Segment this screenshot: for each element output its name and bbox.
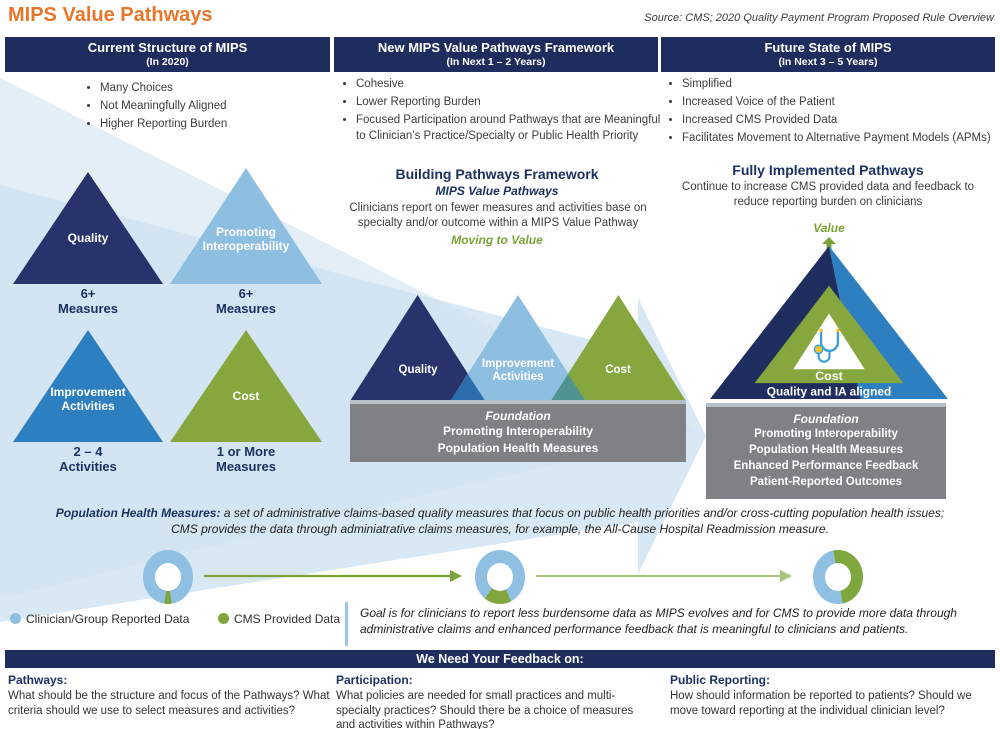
bullet-item: Cohesive — [356, 76, 664, 92]
feedback-pathways: Pathways: What should be the structure a… — [8, 673, 330, 718]
column-header-subtitle: (In 2020) — [146, 55, 189, 68]
cost-triangle-shape — [550, 295, 686, 401]
mvp-foundation-box: Foundation Promoting Interoperability Po… — [350, 400, 686, 462]
future-bullet-list: Simplified Increased Voice of the Patien… — [668, 76, 1000, 148]
bullet-item: Higher Reporting Burden — [100, 116, 340, 132]
donut-hole — [487, 563, 513, 591]
new-framework-bullet-list: Cohesive Lower Reporting Burden Focused … — [342, 76, 664, 146]
bullet-item: Lower Reporting Burden — [356, 94, 664, 110]
feedback-public-reporting: Public Reporting: How should information… — [670, 673, 990, 718]
column-header-future: Future State of MIPS (In Next 3 – 5 Year… — [661, 37, 995, 72]
improvement-activities-triangle: Improvement Activities — [13, 330, 163, 442]
current-bullet-list: Many Choices Not Meaningfully Aligned Hi… — [86, 80, 340, 134]
definition-term: Population Health Measures: — [55, 506, 221, 520]
cost-caption: 1 or More Measures — [216, 444, 276, 474]
triangle-shape — [170, 168, 322, 284]
value-up-arrow-icon — [822, 237, 836, 253]
clinician-data-legend-dot — [10, 613, 21, 624]
future-foundation-box: Foundation Promoting Interoperability Po… — [706, 403, 946, 499]
progression-arrow-1 — [204, 570, 462, 582]
promoting-interoperability-triangle: Promoting Interoperability — [170, 168, 322, 284]
moving-to-value-label: Moving to Value — [451, 233, 543, 247]
quality-caption: 6+ Measures — [58, 286, 118, 316]
foundation-item: Promoting Interoperability — [754, 428, 898, 440]
population-health-definition: Population Health Measures: a set of adm… — [55, 505, 945, 537]
column-header-subtitle: (In Next 3 – 5 Years) — [778, 55, 878, 68]
bullet-item: Not Meaningfully Aligned — [100, 98, 340, 114]
triangle-label: Quality — [67, 231, 109, 245]
fully-implemented-body: Continue to increase CMS provided data a… — [681, 181, 975, 208]
clinician-data-legend-label: Clinician/Group Reported Data — [26, 612, 190, 626]
cost-triangle: Cost — [170, 330, 322, 442]
value-label: Value — [813, 221, 845, 235]
foundation-item: Promoting Interoperability — [442, 424, 593, 438]
building-pathways-title: Building Pathways Framework — [395, 166, 599, 182]
mvp-triangles-graphic — [350, 295, 686, 401]
feedback-heading: Public Reporting: — [670, 673, 770, 687]
feedback-text: What should be the structure and focus o… — [8, 690, 330, 717]
improvement-activities-caption: 2 – 4 Activities — [59, 444, 117, 474]
bullet-item: Increased Voice of the Patient — [682, 94, 1000, 110]
bullet-item: Increased CMS Provided Data — [682, 112, 1000, 128]
bullet-item: Many Choices — [100, 80, 340, 96]
column-header-new-framework: New MIPS Value Pathways Framework (In Ne… — [334, 37, 658, 72]
foundation-item: Population Health Measures — [748, 444, 903, 457]
quality-triangle-shape — [350, 295, 486, 401]
mvp-cost-label: Cost — [605, 364, 631, 376]
foundation-item: Patient-Reported Outcomes — [749, 476, 903, 489]
bullet-item: Simplified — [682, 76, 1000, 92]
pyramid-band-label: Quality and IA aligned — [767, 385, 891, 399]
foundation-item: Enhanced Performance Feedback — [733, 460, 919, 473]
foundation-title: Foundation — [793, 412, 859, 426]
column-header-subtitle: (In Next 1 – 2 Years) — [446, 55, 546, 68]
goal-statement: Goal is for clinicians to report less bu… — [360, 606, 957, 637]
column-header-title: Current Structure of MIPS — [87, 40, 248, 55]
foundation-title: Foundation — [485, 409, 551, 423]
pyramid-cost-label: Cost — [815, 369, 843, 383]
promoting-interoperability-caption: 6+ Measures — [216, 286, 276, 316]
definition-body: a set of administrative claims-based qua… — [171, 506, 945, 537]
donut-hole — [155, 563, 181, 591]
triangle-shape — [170, 330, 322, 442]
stethoscope-icon — [813, 328, 840, 363]
pyramid-white-core — [793, 313, 865, 370]
source-attribution: Source: CMS; 2020 Quality Payment Progra… — [644, 12, 994, 24]
bullet-item: Facilitates Movement to Alternative Paym… — [682, 130, 1000, 146]
quality-triangle: Quality — [13, 172, 163, 284]
feedback-text: How should information be reported to pa… — [670, 690, 972, 717]
triangle-label: Cost — [232, 389, 260, 403]
cms-data-legend-label: CMS Provided Data — [234, 612, 341, 626]
feedback-heading: Pathways: — [8, 673, 68, 687]
triangle-label: Promoting Interoperability — [202, 225, 290, 253]
bullet-item: Focused Participation around Pathways th… — [356, 112, 664, 144]
donut-stage-2 — [475, 550, 525, 604]
page-title: MIPS Value Pathways — [8, 4, 213, 26]
feedback-text: What policies are needed for small pract… — [336, 690, 634, 729]
building-pathways-body: Clinicians report on fewer measures and … — [349, 202, 647, 229]
ia-cost-overlap — [550, 374, 586, 401]
improvement-activities-triangle-shape — [450, 295, 586, 401]
donut-stage-1 — [143, 550, 193, 604]
triangle-shape — [13, 330, 163, 442]
column-header-current: Current Structure of MIPS (In 2020) — [5, 37, 330, 72]
legend-divider — [345, 602, 348, 646]
foundation-item: Population Health Measures — [437, 441, 599, 456]
column-header-title: New MIPS Value Pathways Framework — [377, 40, 615, 55]
triangle-shape — [13, 172, 163, 284]
column-header-title: Future State of MIPS — [764, 40, 892, 55]
donut-stage-3 — [813, 550, 863, 604]
donut-hole — [825, 563, 851, 591]
mvp-improvement-activities-label: Improvement Activities — [481, 358, 555, 384]
triangle-label: Improvement Activities — [50, 385, 126, 413]
mvp-quality-label: Quality — [398, 364, 438, 376]
quality-ia-overlap — [450, 374, 486, 401]
feedback-heading: Participation: — [336, 673, 413, 687]
cms-data-legend-dot — [218, 613, 229, 624]
feedback-participation: Participation: What policies are needed … — [336, 673, 651, 729]
building-pathways-subtitle: MIPS Value Pathways — [435, 184, 559, 198]
feedback-bar: We Need Your Feedback on: — [5, 650, 995, 668]
fully-implemented-pyramid: Cost Quality and IA aligned — [710, 245, 948, 400]
fully-implemented-title: Fully Implemented Pathways — [732, 162, 924, 178]
progression-arrow-2 — [536, 570, 792, 582]
